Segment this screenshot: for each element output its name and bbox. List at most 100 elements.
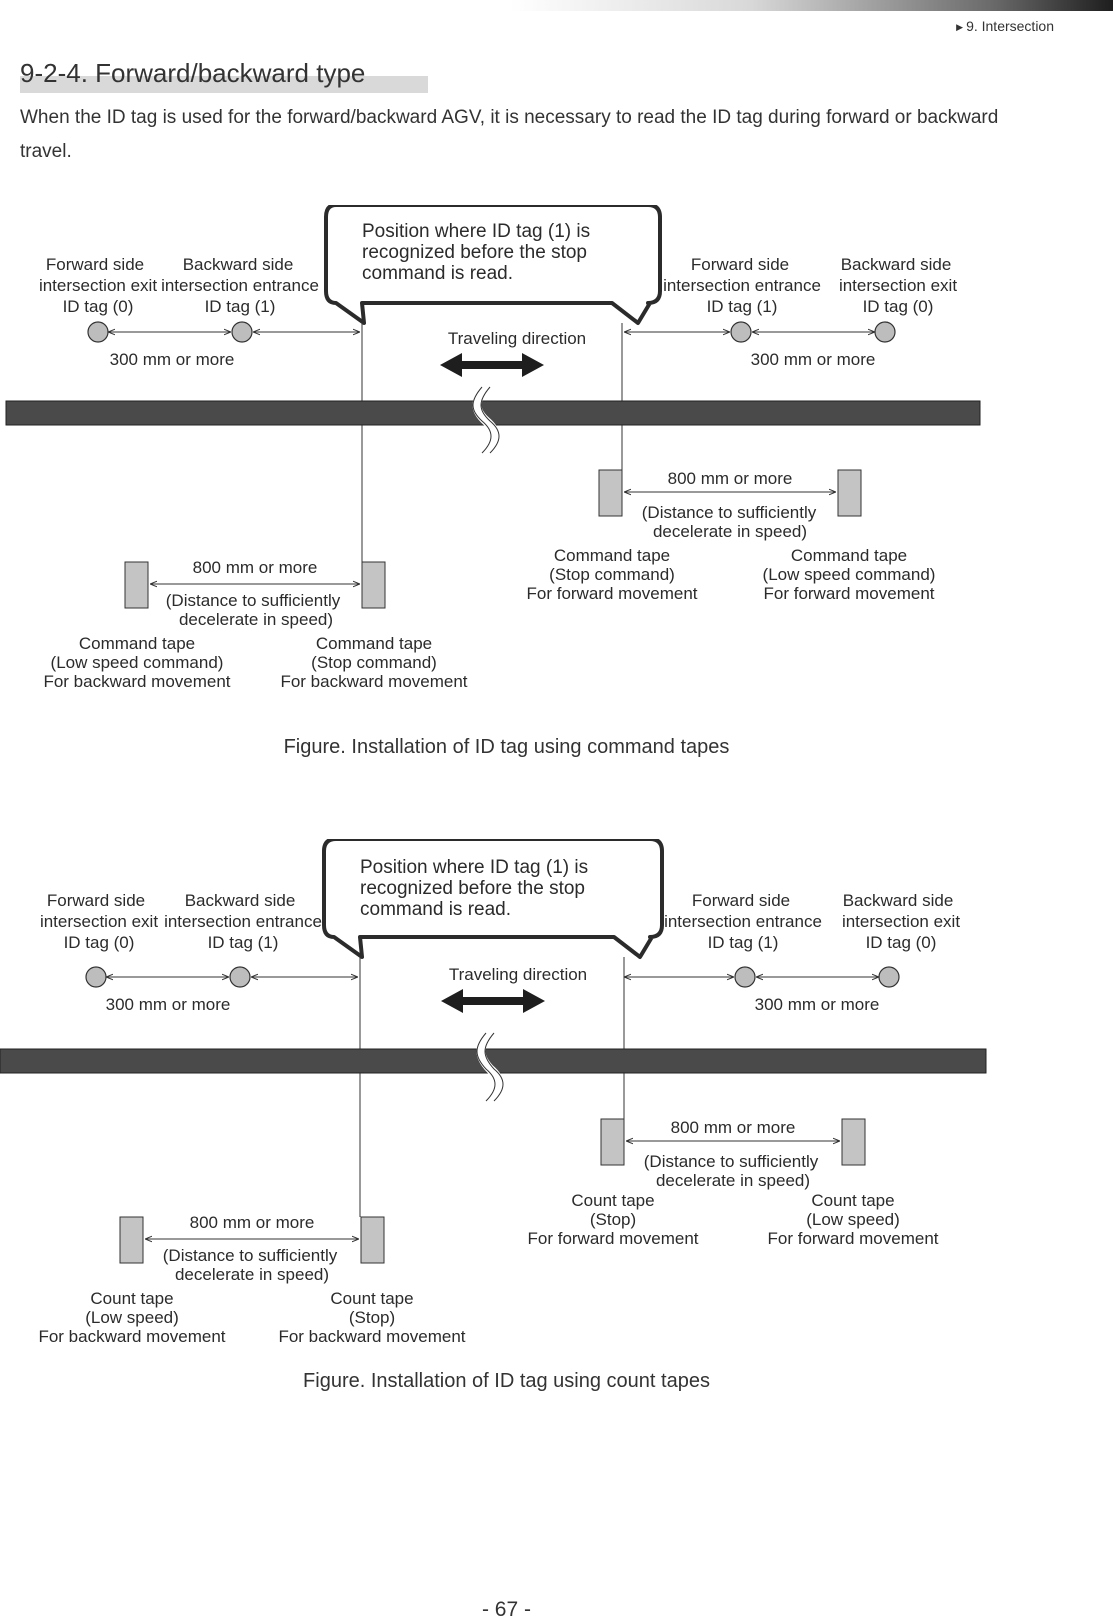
figure-count-tapes: Position where ID tag (1) is recognized …: [0, 839, 1113, 1439]
fwd-exit-tag-label-3: ID tag (0): [64, 933, 135, 952]
figure-command-tapes: Position where ID tag (1) is recognized …: [0, 205, 1113, 805]
callout-line-1: Position where ID tag (1) is: [360, 857, 588, 878]
decel-left-line-2: decelerate in speed): [179, 610, 333, 629]
dist-300-left: 300 mm or more: [110, 350, 235, 369]
tape-back-low-label-2: (Low speed): [85, 1308, 179, 1327]
id-tag-0-right: [874, 321, 896, 343]
tape-back-stop-label-2: (Stop command): [311, 653, 437, 672]
bwd-entrance-tag-label-1: Backward side: [183, 255, 294, 274]
bwd-entrance-tag-label-2: intersection entrance: [164, 912, 322, 931]
callout-line-1: Position where ID tag (1) is: [362, 221, 590, 242]
callout-bubble: [324, 205, 662, 325]
figure-caption-command-tapes: Figure. Installation of ID tag using com…: [283, 736, 730, 758]
decel-left-line-1: (Distance to sufficiently: [163, 1246, 338, 1265]
track-break-gap: [476, 1030, 504, 1105]
diagram-command-tapes: Position where ID tag (1) is recognized …: [5, 205, 981, 691]
tape-back-low: [119, 1216, 144, 1264]
fwd-entrance-tag-label-2: intersection entrance: [663, 276, 821, 295]
bwd-entrance-tag-label-3: ID tag (1): [205, 297, 276, 316]
tape-back-stop-label-1: Count tape: [330, 1289, 413, 1308]
tape-back-low: [124, 561, 149, 609]
track-break-mark-b: [484, 1032, 504, 1102]
tape-back-stop-label-2: (Stop): [349, 1308, 395, 1327]
fwd-entrance-tag-label-3: ID tag (1): [707, 297, 778, 316]
id-tag-0-right: [878, 966, 900, 988]
breadcrumb: ▶9. Intersection: [956, 18, 1054, 34]
tape-fwd-low-label-1: Command tape: [791, 546, 907, 565]
decel-right-line-1: (Distance to sufficiently: [644, 1152, 819, 1171]
bwd-exit-tag-label-3: ID tag (0): [863, 297, 934, 316]
tape-fwd-stop: [598, 469, 623, 517]
fwd-entrance-tag-label-1: Forward side: [692, 891, 790, 910]
tape-fwd-low: [841, 1118, 866, 1166]
decel-right-line-2: decelerate in speed): [656, 1171, 810, 1190]
tape-back-stop: [361, 561, 386, 609]
dist-300-right: 300 mm or more: [751, 350, 876, 369]
fwd-exit-tag-label-1: Forward side: [46, 255, 144, 274]
tape-fwd-stop-label-2: (Stop command): [549, 565, 675, 584]
section-title: 9-2-4. Forward/backward type: [20, 58, 366, 88]
tape-fwd-low: [837, 469, 862, 517]
bwd-entrance-tag-label-1: Backward side: [185, 891, 296, 910]
header-gradient-bar: [510, 0, 1113, 11]
tape-back-low-label-1: Count tape: [90, 1289, 173, 1308]
tape-fwd-low-label-3: For forward movement: [764, 584, 935, 603]
fwd-exit-tag-label-2: intersection exit: [39, 276, 157, 295]
decel-right-line-1: (Distance to sufficiently: [642, 503, 817, 522]
id-tag-1-right: [734, 966, 756, 988]
traveling-direction-label: Traveling direction: [449, 965, 587, 984]
double-arrow-icon: [440, 353, 544, 377]
id-tag-0-left: [87, 321, 109, 343]
breadcrumb-label: 9. Intersection: [966, 18, 1054, 34]
bwd-entrance-tag-label-2: intersection entrance: [161, 276, 319, 295]
tape-fwd-stop-label-1: Command tape: [554, 546, 670, 565]
callout-bubble: [322, 839, 664, 959]
tape-back-stop: [360, 1216, 385, 1264]
fwd-entrance-tag-label-2: intersection entrance: [664, 912, 822, 931]
tape-back-low-label-3: For backward movement: [43, 672, 230, 691]
bwd-exit-tag-label-1: Backward side: [841, 255, 952, 274]
dist-300-left: 300 mm or more: [106, 995, 231, 1014]
tape-back-stop-label-3: For backward movement: [280, 672, 467, 691]
callout-line-2: recognized before the stop: [362, 242, 587, 263]
id-tag-1-right: [730, 321, 752, 343]
bwd-exit-tag-label-3: ID tag (0): [866, 933, 937, 952]
section-title-underline: [20, 76, 428, 93]
tape-back-stop-label-3: For backward movement: [278, 1327, 465, 1346]
bwd-exit-tag-label-1: Backward side: [843, 891, 954, 910]
tape-back-low-label-1: Command tape: [79, 634, 195, 653]
dist-800-left: 800 mm or more: [193, 558, 318, 577]
decel-left-line-1: (Distance to sufficiently: [166, 591, 341, 610]
id-tag-0-left: [85, 966, 107, 988]
track-break-gap: [472, 384, 500, 457]
page-number: - 67 -: [481, 1598, 531, 1621]
dist-800-right: 800 mm or more: [671, 1118, 796, 1137]
tape-fwd-low-label-3: For forward movement: [768, 1229, 939, 1248]
fwd-entrance-tag-label-1: Forward side: [691, 255, 789, 274]
callout-line-2: recognized before the stop: [360, 878, 585, 899]
tape-back-low-label-2: (Low speed command): [51, 653, 224, 672]
triangle-right-icon: ▶: [956, 22, 964, 32]
id-tag-1-left: [229, 966, 251, 988]
tape-fwd-stop-label-3: For forward movement: [528, 1229, 699, 1248]
tape-fwd-low-label-2: (Low speed command): [763, 565, 936, 584]
track-break-mark-b: [480, 386, 500, 454]
double-arrow-icon: [441, 989, 545, 1013]
tape-fwd-stop: [600, 1118, 625, 1166]
dist-300-right: 300 mm or more: [755, 995, 880, 1014]
bwd-exit-tag-label-2: intersection exit: [839, 276, 957, 295]
intro-paragraph: When the ID tag is used for the forward/…: [20, 107, 999, 162]
decel-left-line-2: decelerate in speed): [175, 1265, 329, 1284]
tape-fwd-low-label-2: (Low speed): [806, 1210, 900, 1229]
dist-800-right: 800 mm or more: [668, 469, 793, 488]
track-break-mark-a: [472, 386, 492, 454]
fwd-exit-tag-label-2: intersection exit: [40, 912, 158, 931]
fwd-entrance-tag-label-3: ID tag (1): [708, 933, 779, 952]
tape-fwd-stop-label-2: (Stop): [590, 1210, 636, 1229]
dist-800-left: 800 mm or more: [190, 1213, 315, 1232]
diagram-count-tapes: Position where ID tag (1) is recognized …: [0, 839, 987, 1346]
traveling-direction-label: Traveling direction: [448, 329, 586, 348]
callout-line-3: command is read.: [362, 263, 513, 284]
bwd-entrance-tag-label-3: ID tag (1): [208, 933, 279, 952]
tape-fwd-low-label-1: Count tape: [811, 1191, 894, 1210]
